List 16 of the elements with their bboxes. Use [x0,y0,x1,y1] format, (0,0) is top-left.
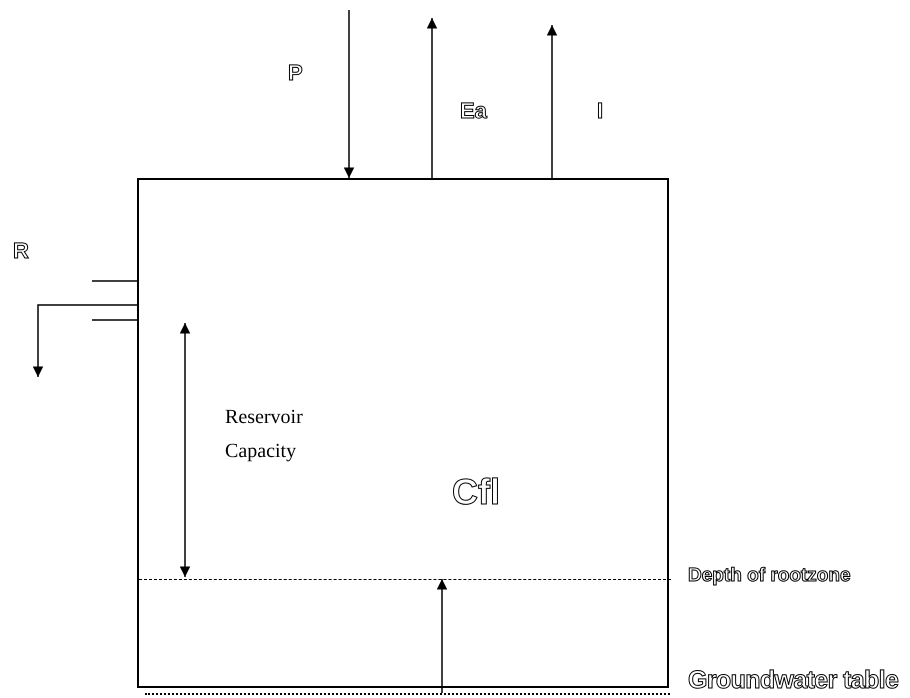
edge-label: Cfl [452,474,500,510]
arrow [426,18,438,178]
arrow [436,579,448,693]
rootzone-line [139,579,671,581]
groundwater-line [145,693,670,695]
arrow [546,25,558,178]
arrow [32,304,137,377]
reservoir-box [137,178,669,688]
line-label: Depth of rootzone [688,566,851,585]
edge-label: I [597,100,604,122]
line-label: Groundwater table [688,668,898,693]
edge-label: P [288,62,303,84]
dimension-label: Reservoir Capacity [225,405,304,464]
arrow [344,10,354,178]
edge-label: R [13,240,29,262]
edge-label: Ea [460,100,487,122]
